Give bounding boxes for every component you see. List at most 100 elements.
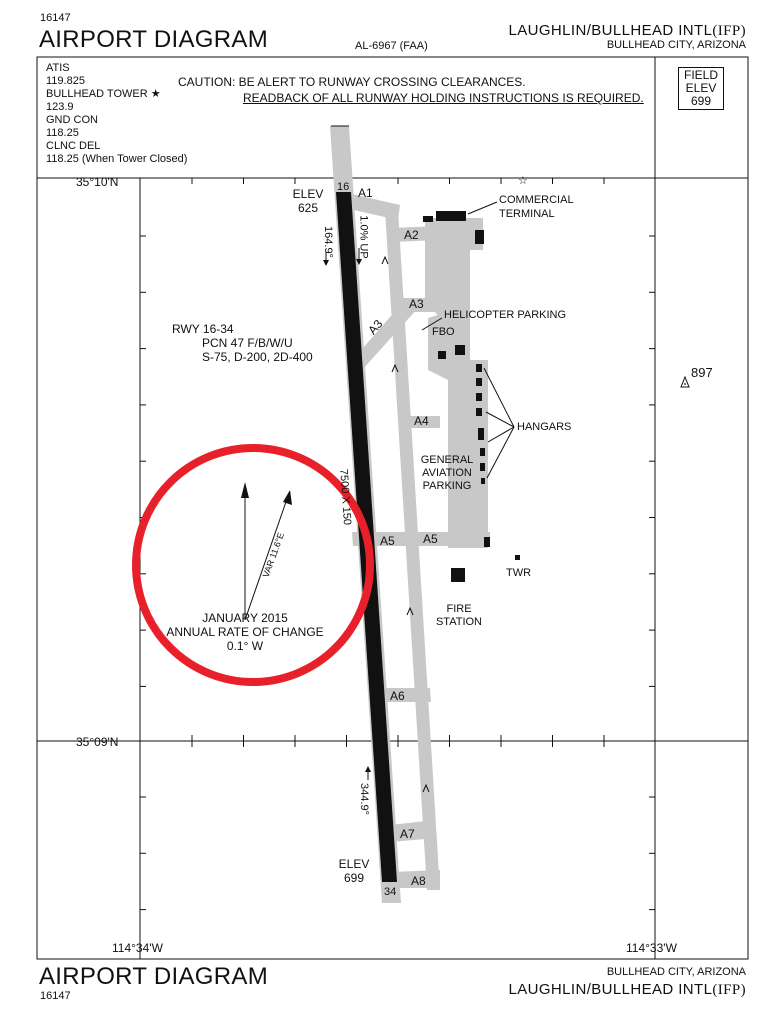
star-icon: ★ xyxy=(150,88,161,100)
elev-south-value: 699 xyxy=(343,871,365,885)
taxiway-a6-connector xyxy=(375,688,431,702)
lat-label-south: 35°09'N xyxy=(76,735,119,749)
magvar-info: JANUARY 2015 ANNUAL RATE OF CHANGE 0.1° … xyxy=(155,611,335,653)
general-aviation-apron xyxy=(428,305,488,548)
true-north-arrowhead xyxy=(241,482,249,498)
heading-north-label: 164.9° xyxy=(321,226,334,258)
general-aviation-label: GENERAL AVIATION PARKING xyxy=(420,454,474,492)
heading-south-label: 344.9° xyxy=(357,783,370,815)
footer-city-state: BULLHEAD CITY, ARIZONA xyxy=(606,966,746,978)
taxiway-label-a3: A3 xyxy=(409,297,424,311)
commercial-terminal-label: COMMERCIAL TERMINAL xyxy=(499,194,574,220)
hangar-7 xyxy=(480,463,485,471)
atis-frequency: 119.825 xyxy=(46,75,85,87)
volume-code: 16147 xyxy=(40,12,71,24)
taxiway-label-a2: A2 xyxy=(404,228,419,242)
footer-volume-code: 16147 xyxy=(40,990,71,1002)
obstacle-dot xyxy=(684,383,686,385)
taxiway-label-a4: A4 xyxy=(414,414,429,428)
fbo-building xyxy=(438,351,446,359)
hangar-3 xyxy=(476,393,482,401)
footer-title: AIRPORT DIAGRAM xyxy=(39,963,268,990)
runway-strength: S-75, D-200, 2D-400 xyxy=(202,350,313,364)
annotation-circle xyxy=(132,444,374,686)
footer-airport-name: LAUGHLIN/BULLHEAD INTL xyxy=(508,981,713,998)
clnc-frequency: 118.25 (When Tower Closed) xyxy=(46,153,188,165)
lat-label-north: 35°10'N xyxy=(76,175,119,189)
fbo-hangar xyxy=(455,345,465,355)
taxiway-a3-diagonal xyxy=(356,300,418,370)
footer-airport-title: LAUGHLIN/BULLHEAD INTL(IFP) xyxy=(508,981,746,999)
gnd-frequency: 118.25 xyxy=(46,127,79,139)
obstacle-icon xyxy=(680,375,690,388)
taxiway-a1-connector xyxy=(343,192,400,220)
atis-label: ATIS xyxy=(46,62,70,74)
helicopter-leader xyxy=(421,317,443,331)
ga-building xyxy=(484,537,490,547)
taxiway-label-a5-west: A5 xyxy=(380,534,395,548)
beacon-star-icon: ☆ xyxy=(518,174,528,187)
footer-airport-id: (IFP) xyxy=(712,982,746,998)
elev-north-value: 625 xyxy=(297,201,319,215)
magvar-date: JANUARY 2015 xyxy=(202,611,288,625)
runway-end-16: 16 xyxy=(337,181,350,193)
lon-label-east: 114°33'W xyxy=(626,941,677,955)
hangar-8 xyxy=(481,478,485,484)
field-elevation-box: FIELD ELEV 699 xyxy=(678,67,724,110)
lon-label-west: 114°34'W xyxy=(112,941,163,955)
hangar-leaders xyxy=(483,367,515,479)
procedure-id: AL-6967 (FAA) xyxy=(355,40,428,52)
caution-line-2: READBACK OF ALL RUNWAY HOLDING INSTRUCTI… xyxy=(243,91,644,105)
chart-frame xyxy=(36,56,749,960)
elev-south-label: ELEV xyxy=(338,857,370,871)
taxiway-label-a1: A1 xyxy=(358,186,373,200)
taxiway-label-a5-east: A5 xyxy=(423,532,438,546)
field-elev-label-1: FIELD xyxy=(683,68,718,82)
airport-title: LAUGHLIN/BULLHEAD INTL(IFP) xyxy=(508,22,746,40)
hangar-6 xyxy=(480,448,485,456)
elev-south: ELEV 699 xyxy=(337,857,371,885)
helicopter-parking-label: HELICOPTER PARKING xyxy=(444,309,567,321)
buildings-group xyxy=(423,211,520,582)
taxiway-label-a7: A7 xyxy=(400,827,415,841)
field-elev-value: 699 xyxy=(690,94,712,108)
tower-label: TWR xyxy=(506,567,532,579)
terminal-gate-building xyxy=(475,230,484,244)
terminal-building xyxy=(436,211,466,221)
tower-building xyxy=(515,555,520,560)
fbo-label: FBO xyxy=(432,326,455,338)
hangars-label: HANGARS xyxy=(517,421,572,433)
taxiway-a7-connector xyxy=(390,820,436,842)
hangar-5 xyxy=(478,428,484,440)
heading-arrow-north-head xyxy=(323,260,329,266)
clnc-label: CLNC DEL xyxy=(46,140,101,152)
parallel-taxiway xyxy=(385,210,440,890)
gnd-label: GND CON xyxy=(46,114,98,126)
magvar-rate-label: ANNUAL RATE OF CHANGE xyxy=(166,625,324,639)
magnetic-north-arrowhead xyxy=(283,490,292,505)
runway-pcn: PCN 47 F/B/W/U xyxy=(202,336,293,350)
taxiway-a4-connector xyxy=(405,416,440,428)
heading-arrow-south-head xyxy=(365,766,371,772)
runway-end-34: 34 xyxy=(384,886,397,898)
commercial-apron xyxy=(425,218,483,318)
runway-designator: RWY 16-34 xyxy=(172,322,234,336)
caution-line-1: CAUTION: BE ALERT TO RUNWAY CROSSING CLE… xyxy=(178,75,526,89)
slope-label: 1.0% UP xyxy=(357,215,370,259)
hangar-4 xyxy=(476,408,482,416)
runway-data-block: RWY 16-34 PCN 47 F/B/W/U S-75, D-200, 2D… xyxy=(172,322,313,364)
airport-name: LAUGHLIN/BULLHEAD INTL xyxy=(508,22,713,39)
hangar-1 xyxy=(476,364,482,372)
fire-station-building xyxy=(451,568,465,582)
field-elev-label-2: ELEV xyxy=(685,81,717,95)
fire-station-label: FIRE STATION xyxy=(435,603,483,628)
slope-arrow-head xyxy=(356,259,362,265)
airport-id: (IFP) xyxy=(712,23,746,39)
frequency-block: ATIS 119.825 BULLHEAD TOWER ★ 123.9 GND … xyxy=(46,62,187,166)
city-state: BULLHEAD CITY, ARIZONA xyxy=(606,39,746,51)
page-title: AIRPORT DIAGRAM xyxy=(39,26,268,53)
terminal-leader xyxy=(467,201,498,215)
taxiway-label-a6: A6 xyxy=(390,689,405,703)
magvar-rate: 0.1° W xyxy=(226,639,264,653)
elev-north: ELEV 625 xyxy=(291,187,325,215)
